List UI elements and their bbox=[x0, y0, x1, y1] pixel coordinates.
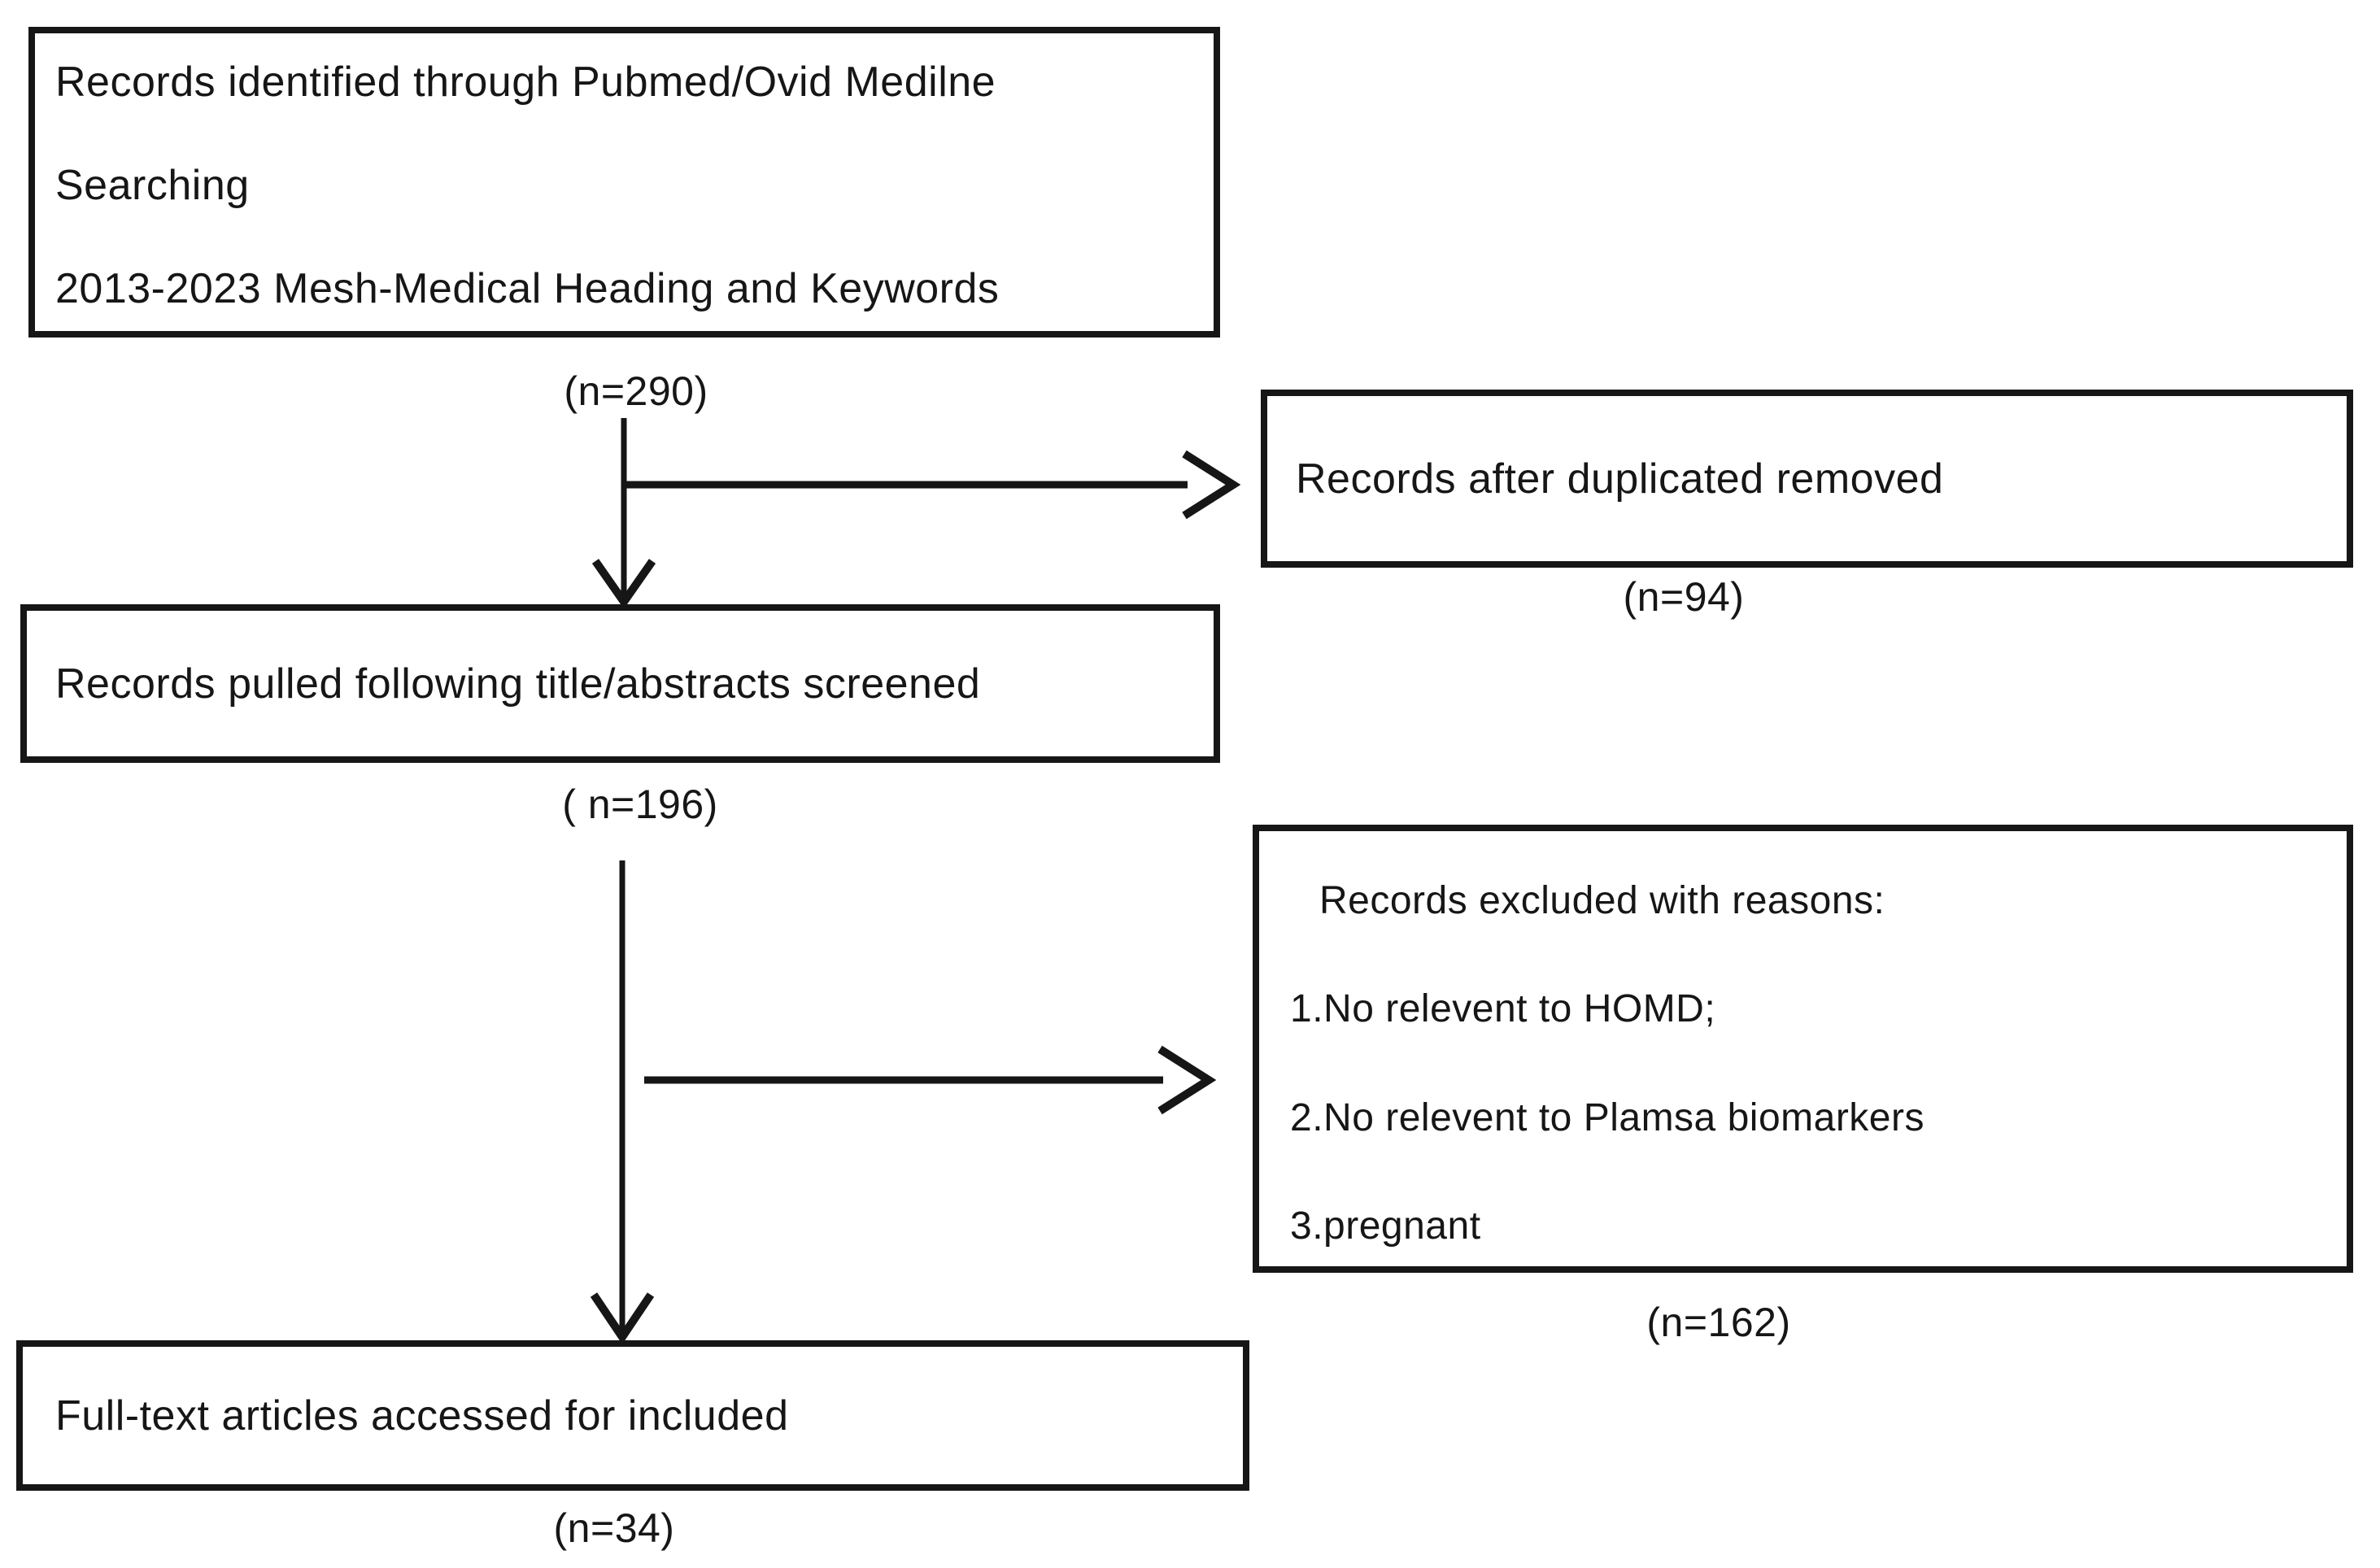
screened-box: Records pulled following title/abstracts… bbox=[20, 604, 1220, 763]
arrow-right-to-excluded-box bbox=[644, 1045, 1217, 1115]
duplicates-removed-text: Records after duplicated removed bbox=[1296, 455, 1944, 503]
identification-count: (n=290) bbox=[564, 368, 708, 414]
arrow-down-screened-to-fulltext bbox=[590, 860, 655, 1344]
fulltext-box: Full-text articles accessed for included bbox=[16, 1340, 1249, 1491]
duplicates-removed-box: Records after duplicated removed bbox=[1261, 390, 2353, 568]
excluded-reason-2: 2.No relevent to Plamsa biomarkers bbox=[1290, 1095, 1924, 1139]
fulltext-count: (n=34) bbox=[553, 1505, 675, 1551]
fulltext-text: Full-text articles accessed for included bbox=[55, 1392, 789, 1440]
duplicates-removed-count: (n=94) bbox=[1623, 574, 1745, 620]
excluded-reason-1: 1.No relevent to HOMD; bbox=[1290, 987, 1716, 1031]
excluded-count: (n=162) bbox=[1646, 1300, 1791, 1345]
identification-box: Records identified through Pubmed/Ovid M… bbox=[28, 27, 1220, 338]
excluded-box: Records excluded with reasons: 1.No rele… bbox=[1253, 825, 2353, 1273]
excluded-title: Records excluded with reasons: bbox=[1319, 879, 1885, 922]
identification-line-1: Records identified through Pubmed/Ovid M… bbox=[55, 59, 996, 106]
screened-text: Records pulled following title/abstracts… bbox=[55, 660, 981, 708]
screened-count: ( n=196) bbox=[562, 782, 718, 827]
excluded-reason-3: 3.pregnant bbox=[1290, 1204, 1481, 1248]
arrow-down-identification-to-screened bbox=[591, 418, 656, 609]
identification-line-2: Searching bbox=[55, 162, 250, 209]
identification-line-3: 2013-2023 Mesh-Medical Heading and Keywo… bbox=[55, 265, 1000, 312]
arrow-right-to-duplicates-box bbox=[626, 450, 1241, 520]
